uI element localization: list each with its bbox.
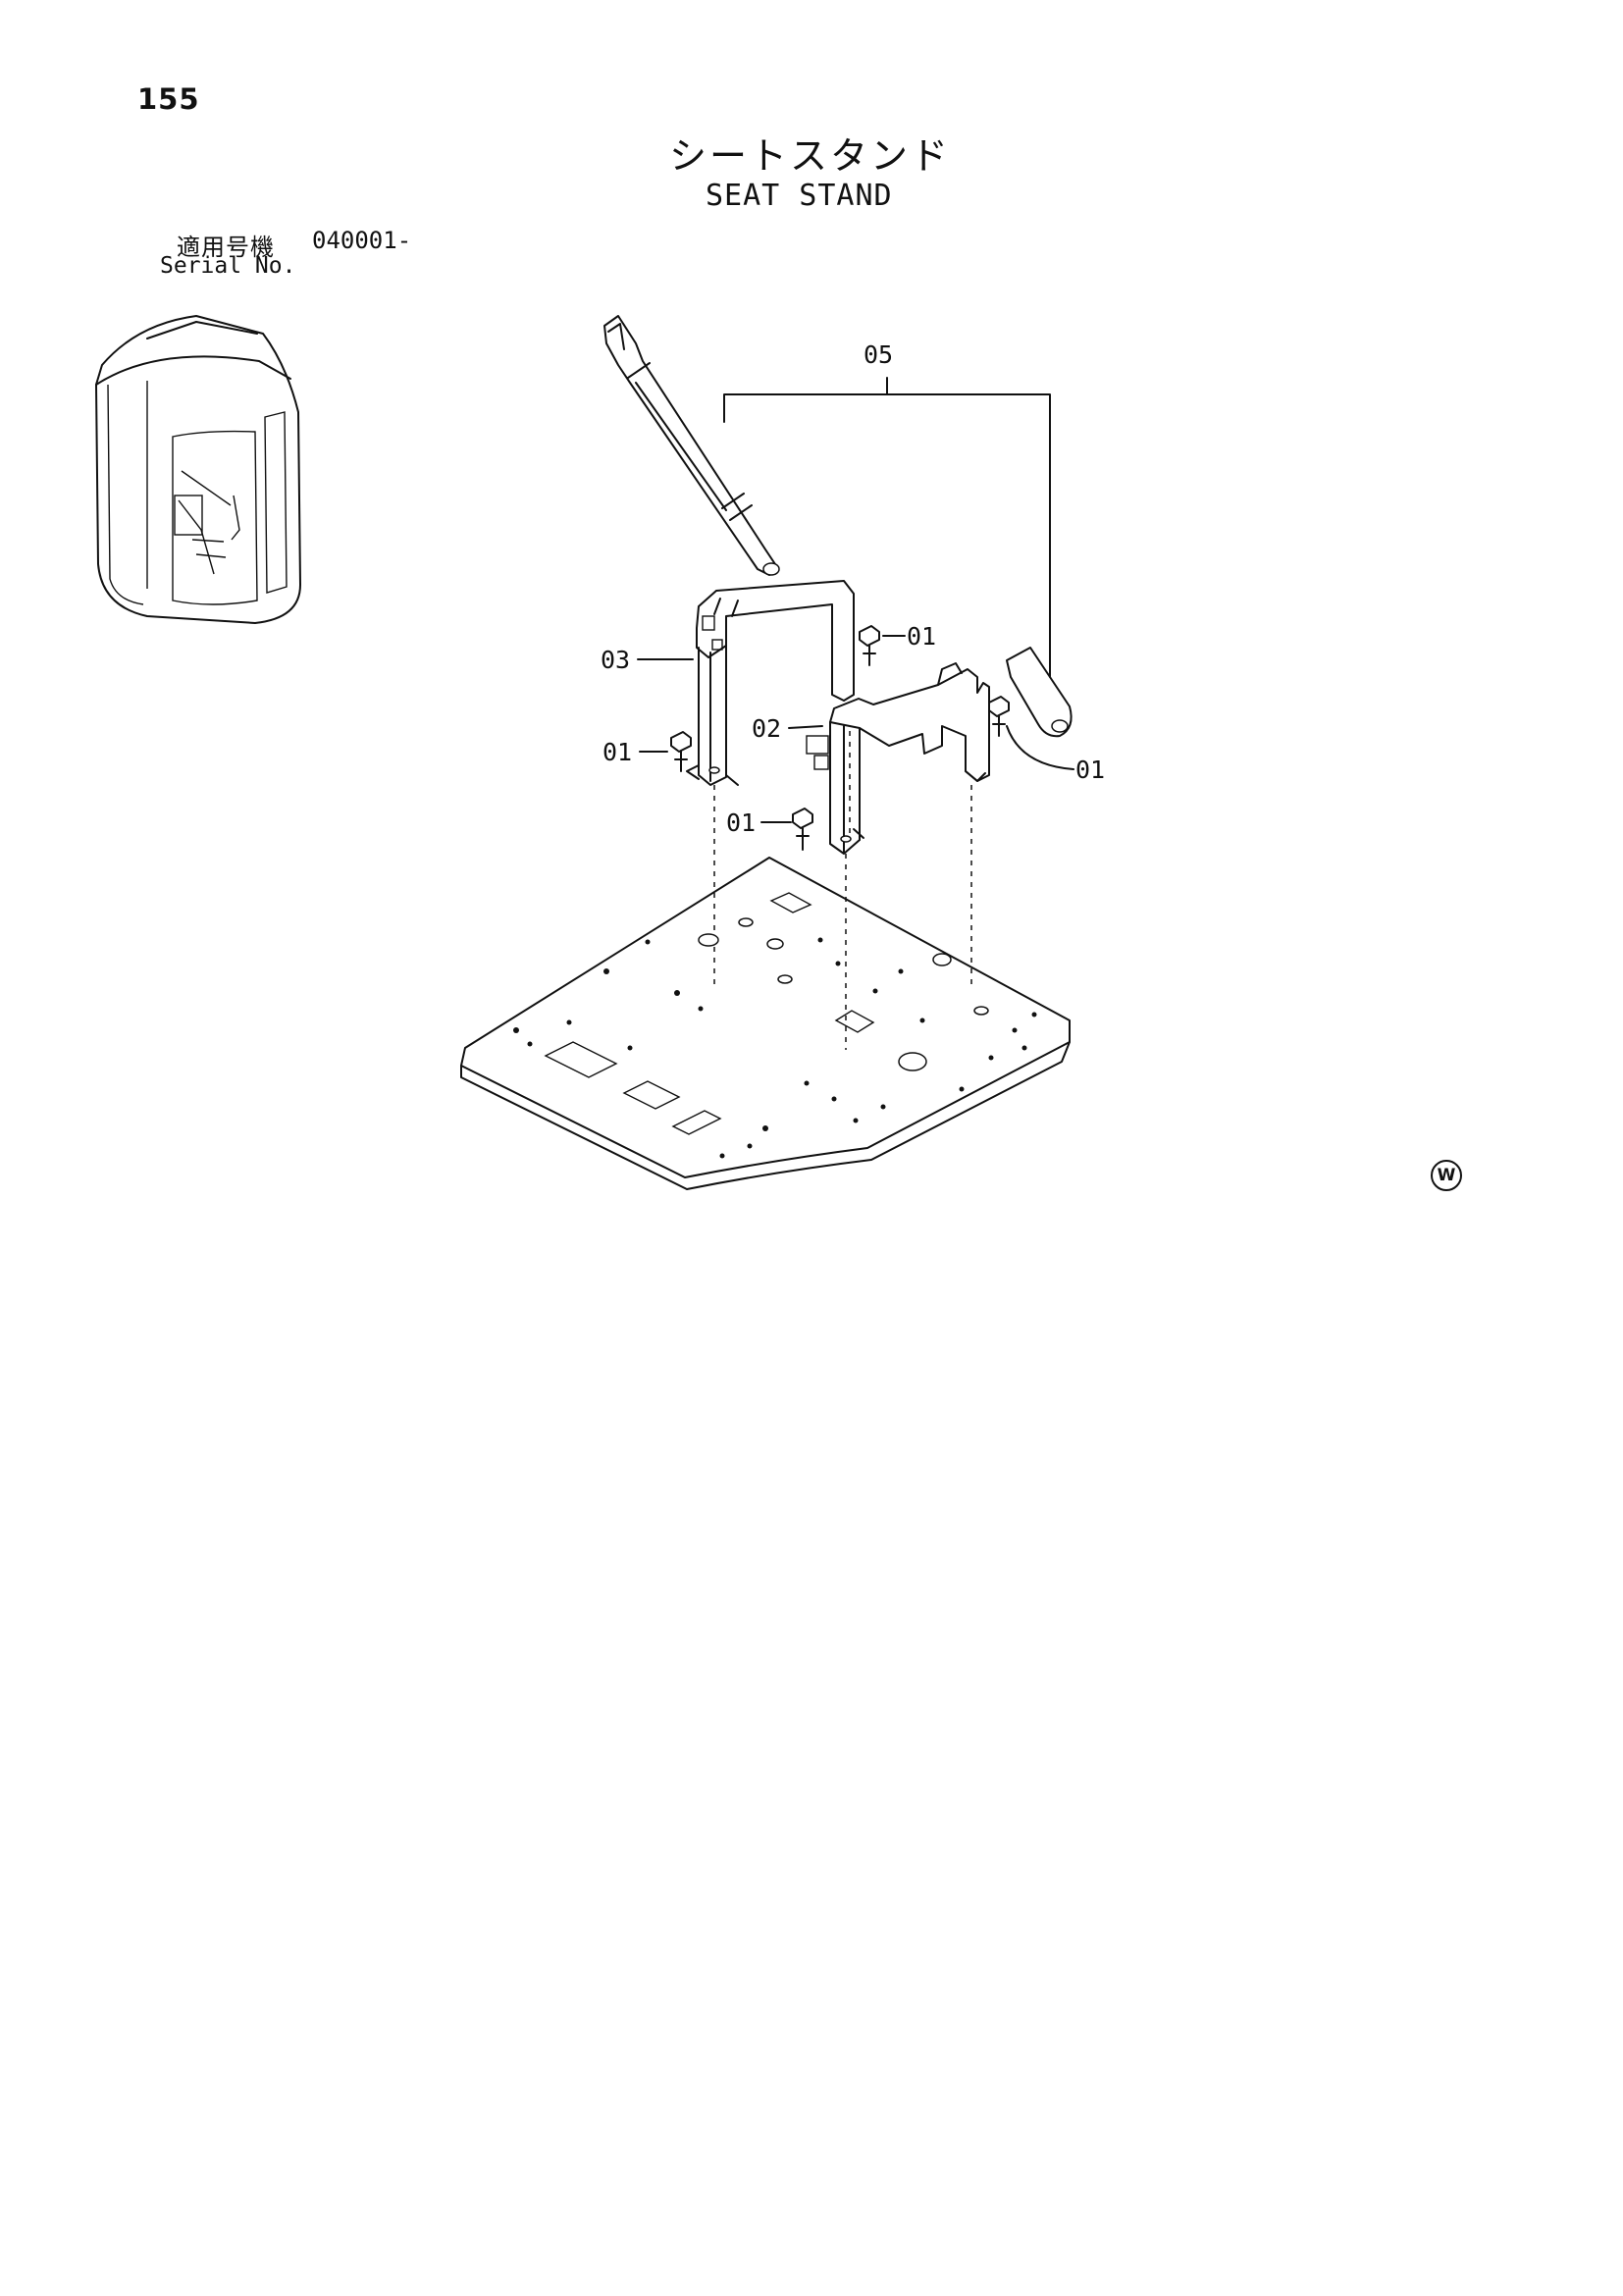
floor-plate (460, 857, 1071, 1190)
bolt-upper (859, 625, 880, 666)
leader-02 (788, 725, 823, 729)
callout-01-right: 01 (1075, 756, 1105, 784)
serial-number-value: 040001- (312, 227, 412, 254)
callout-02: 02 (752, 714, 781, 743)
callout-05: 05 (864, 340, 893, 369)
title-english: SEAT STAND (706, 179, 893, 213)
callout-01-upper: 01 (907, 622, 936, 651)
bolt-right (988, 696, 1010, 737)
left-frame-bracket (686, 580, 855, 786)
serial-label-japanese: 適用号機 (177, 234, 275, 261)
bolt-lower (792, 808, 813, 851)
callout-01-lower: 01 (726, 809, 756, 837)
leader-05 (723, 393, 1051, 678)
title-japanese: シートスタンド (669, 134, 952, 178)
serial-label-english: Serial No. (160, 253, 296, 279)
leader-01-right (1006, 725, 1074, 770)
callout-01-left: 01 (602, 738, 632, 766)
callout-03: 03 (601, 646, 630, 674)
seat-stand-rod (603, 315, 780, 576)
alignment-lines (713, 785, 972, 1050)
right-frame-bracket (806, 662, 990, 855)
page-number: 155 (137, 82, 200, 116)
cab-thumbnail (95, 315, 301, 624)
seat-stand-handle (1006, 647, 1073, 738)
w-mark-icon: W (1431, 1160, 1462, 1191)
bolt-left (670, 731, 692, 772)
